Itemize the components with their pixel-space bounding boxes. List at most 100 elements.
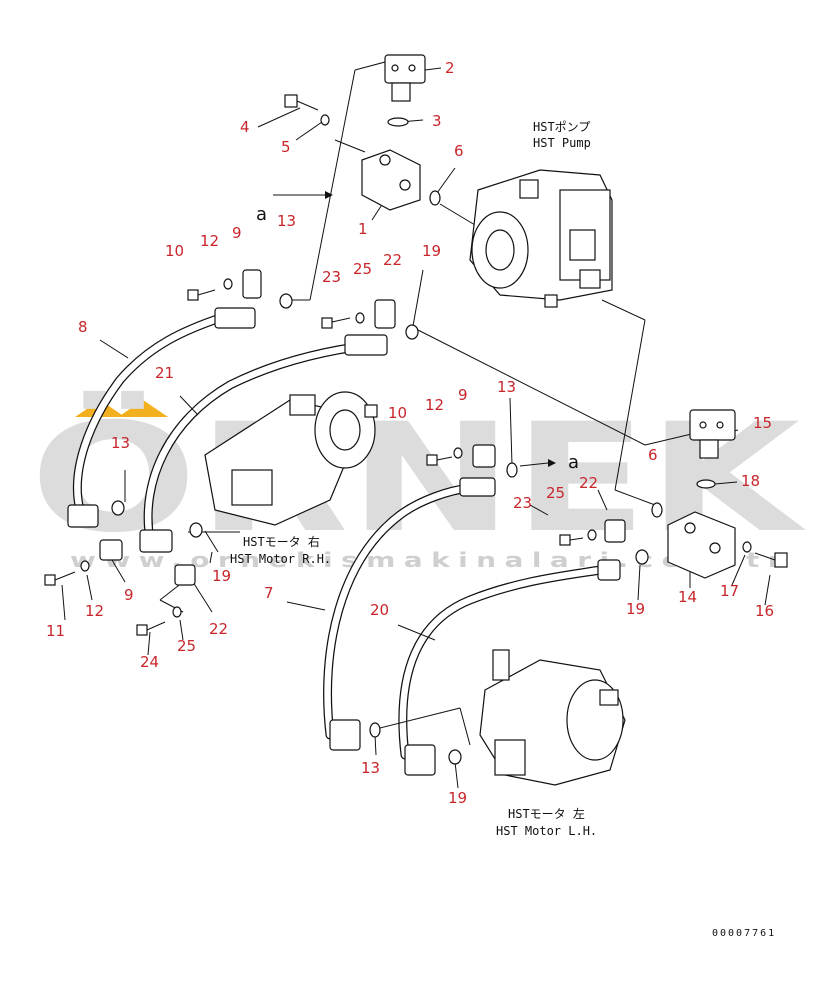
callout-2: 2 [445, 59, 455, 77]
callout-12: 12 [200, 232, 219, 250]
callout-10: 10 [165, 242, 184, 260]
part-12-washer-b [453, 447, 463, 459]
callout-24: 24 [140, 653, 159, 671]
motor-rh-label-en: HST Motor R.H. [230, 552, 331, 566]
part-2-flange [384, 54, 426, 102]
callout-25b: 25 [546, 484, 565, 502]
callout-22: 22 [383, 251, 402, 269]
part-13-oring-c [111, 500, 125, 516]
callout-9: 9 [232, 224, 242, 242]
callout-22c: 22 [209, 620, 228, 638]
part-3-oring [387, 117, 409, 127]
hose-8-fitting [67, 504, 99, 528]
callout-13b: 13 [497, 378, 516, 396]
callout-13d: 13 [361, 759, 380, 777]
part-15-flange [689, 409, 736, 459]
part-22-clamp [374, 299, 396, 329]
part-23-bolt [321, 317, 351, 329]
part-18-oring [696, 479, 716, 489]
part-6-oring [429, 190, 441, 206]
callout-23: 23 [322, 268, 341, 286]
motor-lh-label-en: HST Motor L.H. [496, 824, 597, 838]
callout-8: 8 [78, 318, 88, 336]
part-13-oring [279, 293, 293, 309]
drawing-code: 00007761 [712, 928, 776, 939]
callout-16: 16 [755, 602, 774, 620]
hose-21-fitting [139, 529, 173, 553]
hose-8-end [214, 307, 256, 329]
part-24-bolt [136, 621, 166, 636]
part-4-bolt [284, 94, 319, 111]
part-5-washer [320, 114, 330, 126]
part-13-oring-d [369, 722, 381, 738]
callout-19b: 19 [626, 600, 645, 618]
callout-9c: 9 [124, 586, 134, 604]
callout-11: 11 [46, 622, 65, 640]
hose-21 [143, 340, 375, 545]
callout-22b: 22 [579, 474, 598, 492]
pump-label-en: HST Pump [533, 136, 591, 150]
callout-14: 14 [678, 588, 697, 606]
callout-13: 13 [277, 212, 296, 230]
hst-motor-rh [204, 391, 378, 526]
motor-lh-label-ja: HSTモータ 左 [508, 806, 585, 821]
part-9-clamp-b [472, 444, 496, 468]
callout-12c: 12 [85, 602, 104, 620]
part-12-washer [223, 278, 233, 290]
part-16-bolt [754, 552, 788, 568]
part-25-washer-c [172, 606, 182, 618]
marker-a-left: a [256, 204, 267, 225]
pump-label-ja: HSTポンプ [533, 120, 590, 134]
part-10-bolt-b [426, 454, 453, 466]
callout-12b: 12 [425, 396, 444, 414]
callout-19d: 19 [212, 567, 231, 585]
callout-20: 20 [370, 601, 389, 619]
callout-6b: 6 [648, 446, 658, 464]
callout-21: 21 [155, 364, 174, 382]
callout-9b: 9 [458, 386, 468, 404]
part-19-oring-c [189, 522, 203, 538]
callouts: 2 3 4 5 6 1 13 10 12 9 23 25 22 19 8 21 … [46, 59, 774, 807]
hose-8 [72, 313, 225, 515]
part-1-block [361, 149, 421, 211]
callout-6: 6 [454, 142, 464, 160]
part-9-clamp-c [99, 539, 123, 561]
callout-3: 3 [432, 112, 442, 130]
watermark-accent [118, 400, 168, 417]
part-10-bolt [187, 289, 216, 301]
callout-18: 18 [741, 472, 760, 490]
hose-21-end [344, 334, 388, 356]
part-23-bolt-b [559, 534, 584, 546]
hose-7-end [459, 477, 496, 497]
callout-7: 7 [264, 584, 274, 602]
part-9-clamp [242, 269, 262, 299]
hst-motor-lh [479, 649, 626, 786]
callout-19: 19 [422, 242, 441, 260]
hose-7-fitting [329, 719, 361, 751]
marker-a-right: a [568, 452, 579, 473]
part-14-block [667, 511, 736, 579]
callout-17: 17 [720, 582, 739, 600]
part-17-washer [742, 541, 752, 553]
hst-pump [469, 169, 613, 308]
component-labels: HSTポンプ HST Pump HSTモータ 右 HST Motor R.H. … [230, 120, 776, 939]
callout-10b: 10 [388, 404, 407, 422]
part-12-washer-c [80, 560, 90, 572]
callout-25c: 25 [177, 637, 196, 655]
part-19-oring-d [448, 749, 462, 765]
hose-20-fitting [404, 744, 436, 776]
hose-7 [323, 483, 475, 740]
part-22-clamp-c [174, 564, 196, 586]
callout-25: 25 [353, 260, 372, 278]
callout-15: 15 [753, 414, 772, 432]
callout-4: 4 [240, 118, 250, 136]
part-22-clamp-b [604, 519, 626, 543]
part-19-oring-b [635, 549, 649, 565]
callout-1: 1 [358, 220, 368, 238]
callout-23b: 23 [513, 494, 532, 512]
part-25-washer-b [587, 529, 597, 541]
part-19-oring [405, 324, 419, 340]
part-6-oring-b [651, 502, 663, 518]
part-11-bolt [44, 571, 76, 586]
